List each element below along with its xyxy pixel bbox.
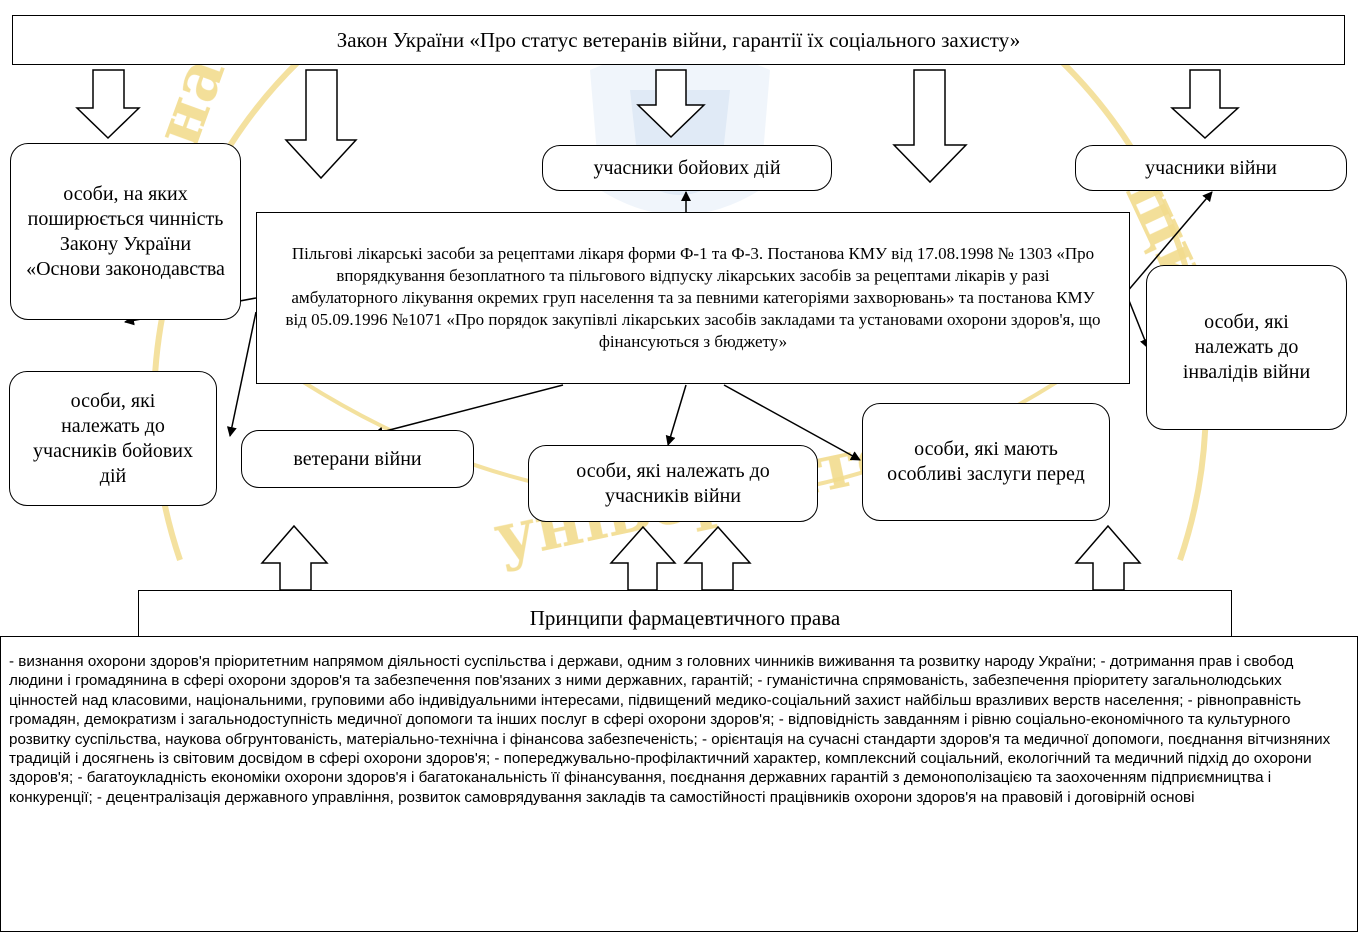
down-arrow-2 xyxy=(284,69,358,180)
war-participants-label: учасники війни xyxy=(1145,156,1277,179)
combatant-related-label: особи, які належать до учасників бойових… xyxy=(33,389,193,487)
principles-title: Принципи фармацевтичного права xyxy=(529,606,841,631)
war-veterans-label: ветерани війни xyxy=(293,447,422,470)
law-subject-box: особи, на яких поширюється чинність Зако… xyxy=(10,143,241,320)
arrow-to-combatant-related xyxy=(226,311,257,437)
war-veterans-box: ветерани війни xyxy=(241,430,474,488)
war-invalids-label: особи, які належать до інвалідів війни xyxy=(1182,311,1311,383)
up-arrow-4 xyxy=(1074,524,1142,591)
down-arrow-3 xyxy=(636,69,706,139)
combatant-related-box: особи, які належать до учасників бойових… xyxy=(9,371,217,506)
up-arrow-3 xyxy=(683,525,752,591)
war-participant-related-box: особи, які належать до учасників війни xyxy=(528,445,818,522)
arrow-to-special-merits xyxy=(723,384,861,461)
war-invalids-box: особи, які належать до інвалідів війни xyxy=(1146,265,1347,430)
special-merits-label: особи, які мають особливі заслуги перед xyxy=(887,438,1085,485)
up-arrow-2 xyxy=(609,525,677,591)
down-arrow-4 xyxy=(892,69,968,184)
preferential-medicines-box: Пільгові лікарські засоби за рецептами л… xyxy=(256,212,1130,384)
law-title: Закон України «Про статус ветеранів війн… xyxy=(336,27,1021,52)
principles-list-text: - визнання охорони здоров'я пріоритетним… xyxy=(9,653,1331,806)
war-participant-related-label: особи, які належать до учасників війни xyxy=(576,459,770,507)
war-participants-box: учасники війни xyxy=(1075,145,1347,191)
preferential-medicines-text: Пільгові лікарські засоби за рецептами л… xyxy=(285,243,1101,352)
down-arrow-1 xyxy=(75,69,141,140)
combatants-label: учасники бойових дій xyxy=(593,156,781,179)
law-subject-label: особи, на яких поширюється чинність Зако… xyxy=(26,182,225,280)
principles-list-box: - визнання охорони здоров'я пріоритетним… xyxy=(0,636,1358,932)
combatants-box: учасники бойових дій xyxy=(542,145,832,191)
special-merits-box: особи, які мають особливі заслуги перед xyxy=(862,403,1110,521)
law-title-box: Закон України «Про статус ветеранів війн… xyxy=(12,15,1345,65)
arrow-to-war-participants xyxy=(1125,191,1213,294)
up-arrow-1 xyxy=(260,524,329,591)
arrow-to-war-participant-related xyxy=(665,384,687,446)
down-arrow-5 xyxy=(1170,69,1240,140)
arrow-to-veterans xyxy=(373,384,564,437)
principles-title-box: Принципи фармацевтичного права xyxy=(138,590,1232,637)
